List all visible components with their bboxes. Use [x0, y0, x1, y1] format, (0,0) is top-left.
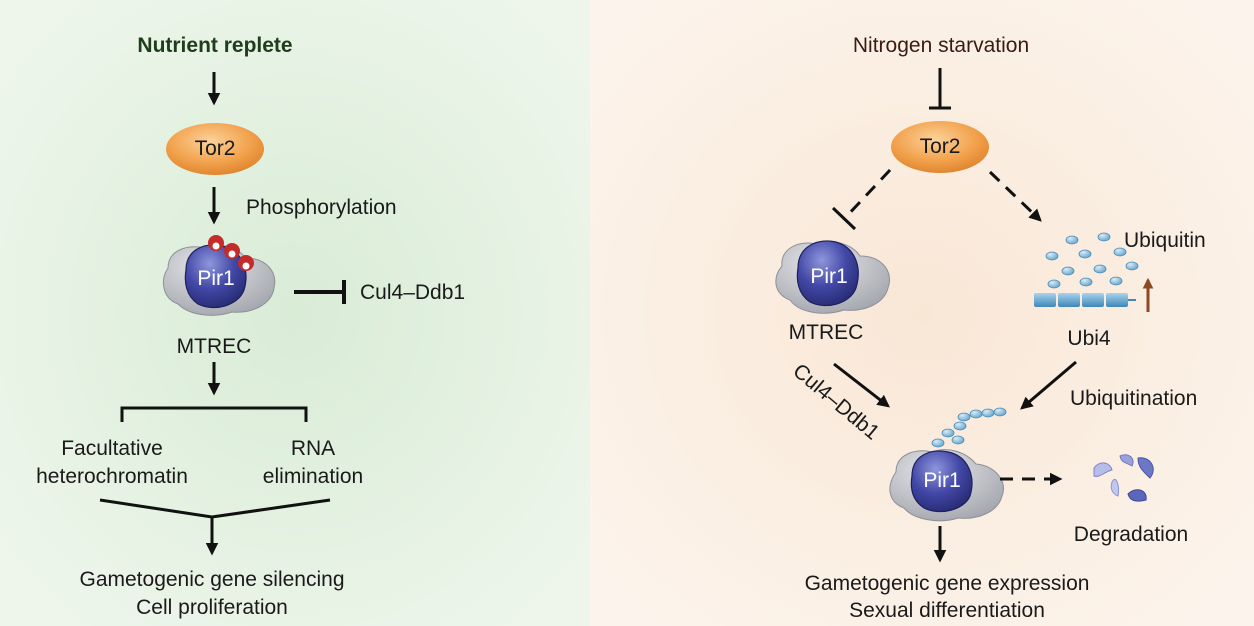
condition-label-right: Nitrogen starvation	[852, 34, 1030, 57]
right-panel-background	[590, 0, 1254, 626]
ubiquitin-molecules-icon	[1045, 232, 1139, 289]
pir1-label-bottom: Pir1	[923, 469, 961, 492]
dashed-arrow-tor2-to-ubi	[988, 170, 1042, 222]
ubiquitination-label: Ubiquitination	[1070, 387, 1198, 410]
dashed-inhibition-bar	[831, 206, 857, 231]
result-left-line2: Cell proliferation	[136, 596, 288, 619]
outcome-facultative-line2: heterochromatin	[36, 465, 188, 488]
pir1-label-left: Pir1	[197, 267, 235, 290]
outcome-facultative-line1: Facultative	[61, 437, 163, 460]
tor2-label-right: Tor2	[919, 135, 961, 158]
cul4-ddb1-label-left: Cul4–Ddb1	[360, 281, 466, 304]
result-right-line1: Gametogenic gene expression	[804, 572, 1090, 595]
ubi4-chain-icon	[1034, 293, 1136, 307]
condition-label-left: Nutrient replete	[137, 34, 293, 57]
mtrec-complex-left	[162, 235, 276, 316]
mtrec-label-left: MTREC	[176, 335, 252, 358]
result-left-line1: Gametogenic gene silencing	[79, 568, 345, 591]
outcomes-bracket	[120, 406, 308, 422]
degradation-label: Degradation	[1073, 523, 1189, 546]
mtrec-label-right: MTREC	[788, 321, 864, 344]
outcome-rna-line1: RNA	[290, 437, 336, 460]
mtrec-complex-right	[775, 240, 890, 314]
result-right-line2: Sexual differentiation	[849, 599, 1045, 622]
dashed-inhibition-tor2-to-mtrec	[843, 168, 892, 220]
tor2-label-left: Tor2	[194, 137, 236, 160]
phosphorylation-label: Phosphorylation	[246, 196, 397, 219]
phosphate-group-icons	[208, 235, 254, 271]
outcome-rna-line2: elimination	[262, 465, 364, 488]
polyubiquitin-chain-icon	[931, 407, 1007, 448]
arrow-ubi4-to-pir1	[1020, 360, 1077, 410]
arrow-mtrec-to-pir1	[833, 362, 890, 408]
degraded-fragments-icon	[1093, 454, 1154, 502]
tor2-node-left	[166, 123, 264, 175]
left-panel-background	[0, 0, 590, 626]
ubiquitin-label: Ubiquitin	[1124, 229, 1206, 252]
pir1-complex-bottom	[889, 449, 1004, 522]
ubi4-label: Ubi4	[1067, 327, 1111, 350]
tor2-node-right	[891, 121, 989, 173]
pir1-label-right: Pir1	[810, 265, 848, 288]
